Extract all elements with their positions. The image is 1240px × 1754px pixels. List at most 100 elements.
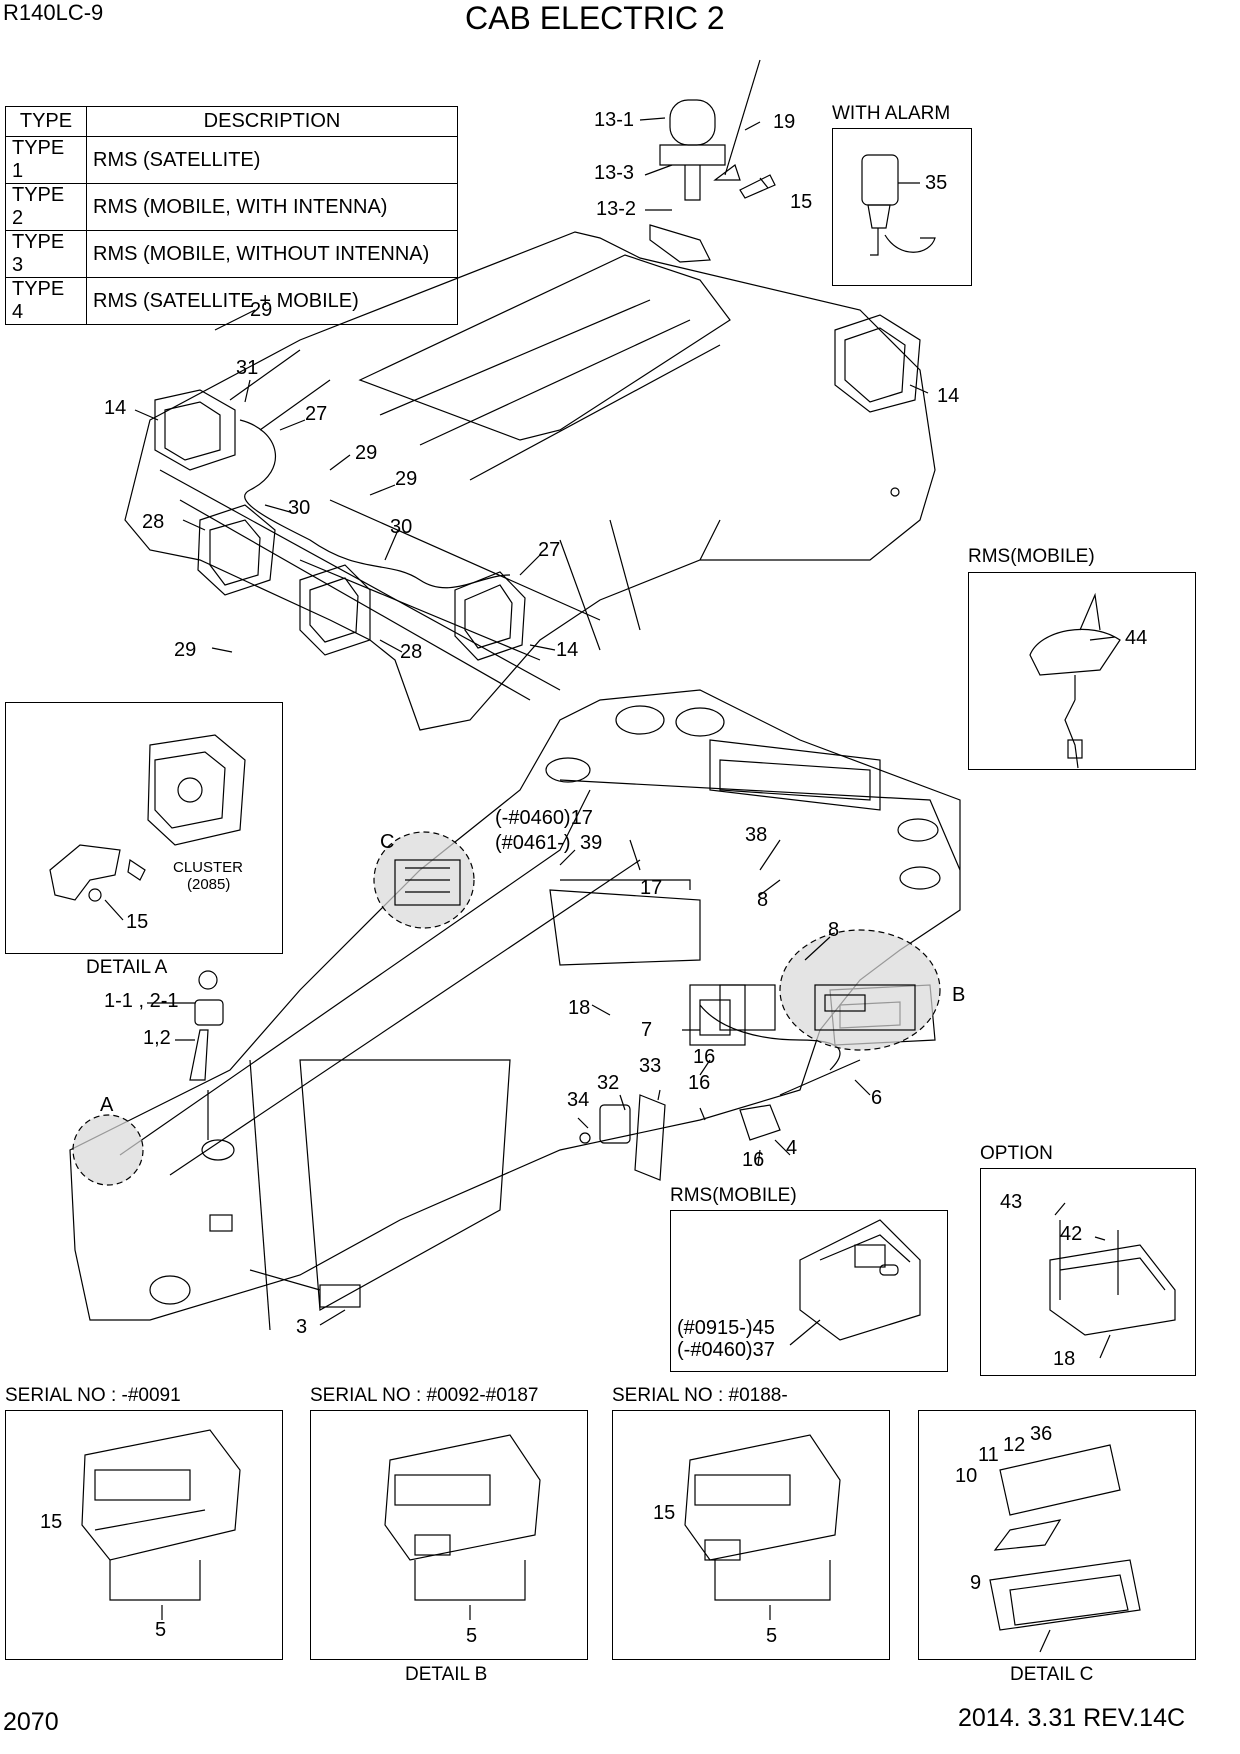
rms-mobile-unit-label: RMS(MOBILE) (670, 1185, 797, 1206)
work-lamp-right-front (454, 571, 526, 661)
work-lamp-center (299, 564, 371, 656)
serial-2-box (310, 1410, 588, 1660)
alarm-lamp-drawing (861, 154, 936, 256)
callout-29: 29 (174, 639, 197, 661)
callout-45: (#0915-)45 (677, 1317, 775, 1339)
callout-16: 16 (742, 1149, 765, 1171)
callout-15: 15 (653, 1502, 676, 1524)
type-cell: TYPE 4 (5, 277, 87, 325)
callout-8: 8 (828, 919, 840, 941)
detail-marker-c: C (380, 831, 395, 853)
callout-5: 5 (466, 1625, 478, 1647)
option-label: OPTION (980, 1143, 1053, 1164)
callout-42: 42 (1060, 1223, 1083, 1245)
callout-13-1: 13-1 (594, 109, 635, 131)
callout-33: 33 (639, 1055, 662, 1077)
callout-43: 43 (1000, 1191, 1023, 1213)
column-header-type: TYPE (5, 106, 87, 137)
callout-39-serial: (#0461-) (495, 832, 571, 854)
type-cell: TYPE 1 (5, 136, 87, 184)
callout-34: 34 (567, 1089, 590, 1111)
lamp-harness (239, 419, 511, 589)
callout-36: 36 (1030, 1423, 1053, 1445)
rms-unit-drawing (799, 1219, 921, 1341)
callout-14: 14 (556, 639, 579, 661)
page-number: 2070 (3, 1708, 59, 1736)
column-header-description: DESCRIPTION (86, 106, 458, 137)
callout-8: 8 (757, 889, 769, 911)
detail-marker-b: B (952, 984, 966, 1006)
table-row: TYPE 4 RMS (SATELLITE + MOBILE) (5, 277, 458, 325)
callout-30: 30 (390, 516, 413, 538)
callout-5: 5 (155, 1619, 167, 1641)
switch-panel-sketch (394, 859, 461, 906)
callout-38: 38 (745, 824, 768, 846)
type-table-header: TYPE DESCRIPTION (5, 106, 458, 137)
serial-1-label: SERIAL NO : -#0091 (5, 1385, 181, 1406)
switch-detail-drawing (989, 1444, 1141, 1631)
callout-32: 32 (597, 1072, 620, 1094)
with-alarm-box (832, 128, 972, 286)
callout-17: 17 (640, 877, 663, 899)
callout-15: 15 (40, 1511, 63, 1533)
option-box (980, 1168, 1196, 1376)
callout-4: 4 (786, 1137, 798, 1159)
callout-13-3: 13-3 (594, 162, 635, 184)
work-lamp-left-top (154, 389, 236, 471)
callout-27: 27 (305, 403, 328, 425)
callout-30: 30 (288, 497, 311, 519)
description-cell: RMS (MOBILE, WITH INTENNA) (86, 183, 458, 231)
callout-12: 12 (1003, 1434, 1026, 1456)
callout-29: 29 (250, 299, 273, 321)
radio-detail-1 (81, 1429, 241, 1561)
callout-16: 16 (688, 1072, 711, 1094)
description-cell: RMS (SATELLITE + MOBILE) (86, 277, 458, 325)
callout-39: 39 (580, 832, 603, 854)
table-row: TYPE 3 RMS (MOBILE, WITHOUT INTENNA) (5, 230, 458, 278)
radio-sketch (814, 984, 916, 1031)
callout-9: 9 (970, 1572, 982, 1594)
callout-14: 14 (937, 385, 960, 407)
leader-lines (104, 117, 1116, 1653)
cab-interior-drawing (69, 689, 961, 1331)
callout-11: 11 (978, 1444, 999, 1466)
detail-a-label: DETAIL A (86, 957, 168, 978)
callout-18: 18 (568, 997, 591, 1019)
table-row: TYPE 2 RMS (MOBILE, WITH INTENNA) (5, 183, 458, 231)
radio-detail-3 (684, 1434, 841, 1561)
cluster-lamp-drawing (49, 734, 246, 902)
callout-15: 15 (790, 191, 813, 213)
callout-1-1-2-1: 1-1 , 2-1 (104, 990, 179, 1012)
radio-detail-2 (384, 1434, 541, 1561)
detail-marker-a: A (100, 1094, 114, 1116)
callout-13-2: 13-2 (596, 198, 637, 220)
callout-18: 18 (1053, 1348, 1076, 1370)
with-alarm-label: WITH ALARM (832, 103, 951, 124)
callout-44: 44 (1125, 627, 1148, 649)
callout-31: 31 (236, 357, 259, 379)
detail-a-circle (72, 1114, 144, 1186)
callout-16: 16 (693, 1046, 716, 1068)
serial-2-label: SERIAL NO : #0092-#0187 (310, 1385, 539, 1406)
detail-c-label: DETAIL C (1010, 1664, 1094, 1685)
model-number: R140LC-9 (3, 0, 104, 25)
callout-6: 6 (871, 1087, 883, 1109)
serial-3-label: SERIAL NO : #0188- (612, 1385, 788, 1406)
serial-1-box (5, 1410, 283, 1660)
description-cell: RMS (MOBILE, WITHOUT INTENNA) (86, 230, 458, 278)
callout-29: 29 (355, 442, 378, 464)
callout-14: 14 (104, 397, 127, 419)
type-cell: TYPE 3 (5, 230, 87, 278)
callout-5: 5 (766, 1625, 778, 1647)
callout-1-2: 1,2 (143, 1027, 171, 1049)
mobile-antenna-drawing (1029, 592, 1121, 769)
cluster-number: (2085) (187, 876, 231, 893)
type-table: TYPE DESCRIPTION TYPE 1 RMS (SATELLITE) … (5, 106, 458, 325)
beacon-lamp-drawing (649, 59, 776, 263)
table-row: TYPE 1 RMS (SATELLITE) (5, 136, 458, 184)
page-title: CAB ELECTRIC 2 (465, 0, 725, 36)
callout-3: 3 (296, 1316, 308, 1338)
work-lamp-right-rear (834, 314, 921, 413)
detail-c-box (918, 1410, 1196, 1660)
